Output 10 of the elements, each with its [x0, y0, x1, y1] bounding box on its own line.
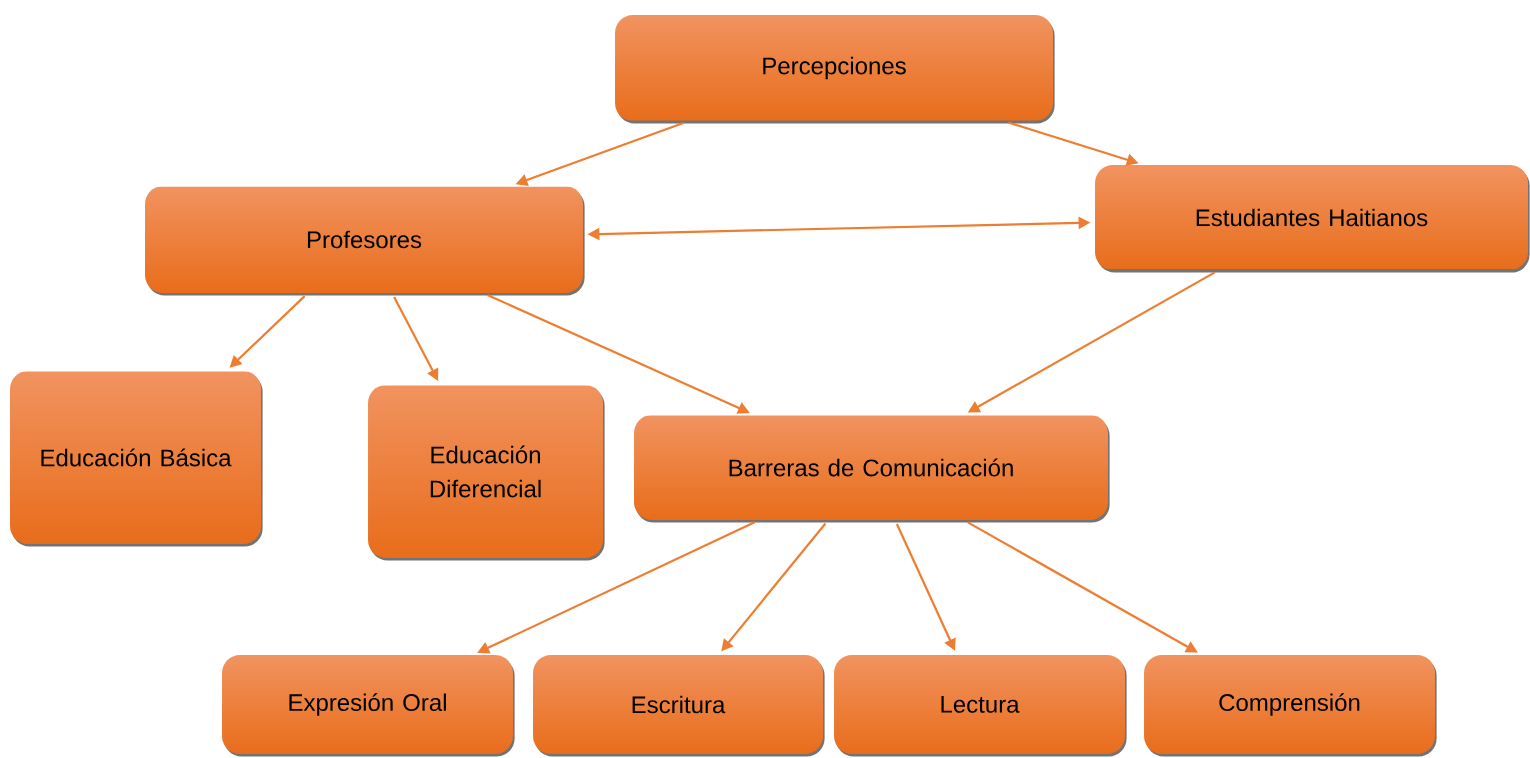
process-box: Educación Básica: [10, 371, 263, 547]
process-box: Comprensión: [1144, 655, 1437, 757]
process-box: Profesores: [145, 186, 585, 296]
process-box: Lectura: [834, 655, 1127, 757]
process-box: Percepciones: [615, 15, 1055, 124]
process-box: Barreras de Comunicación: [634, 415, 1110, 523]
process-box: Escritura: [533, 655, 825, 757]
process-box: Educación Diferencial: [368, 385, 605, 561]
process-box: Expresión Oral: [222, 655, 515, 757]
process-box: Estudiantes Haitianos: [1095, 165, 1530, 273]
